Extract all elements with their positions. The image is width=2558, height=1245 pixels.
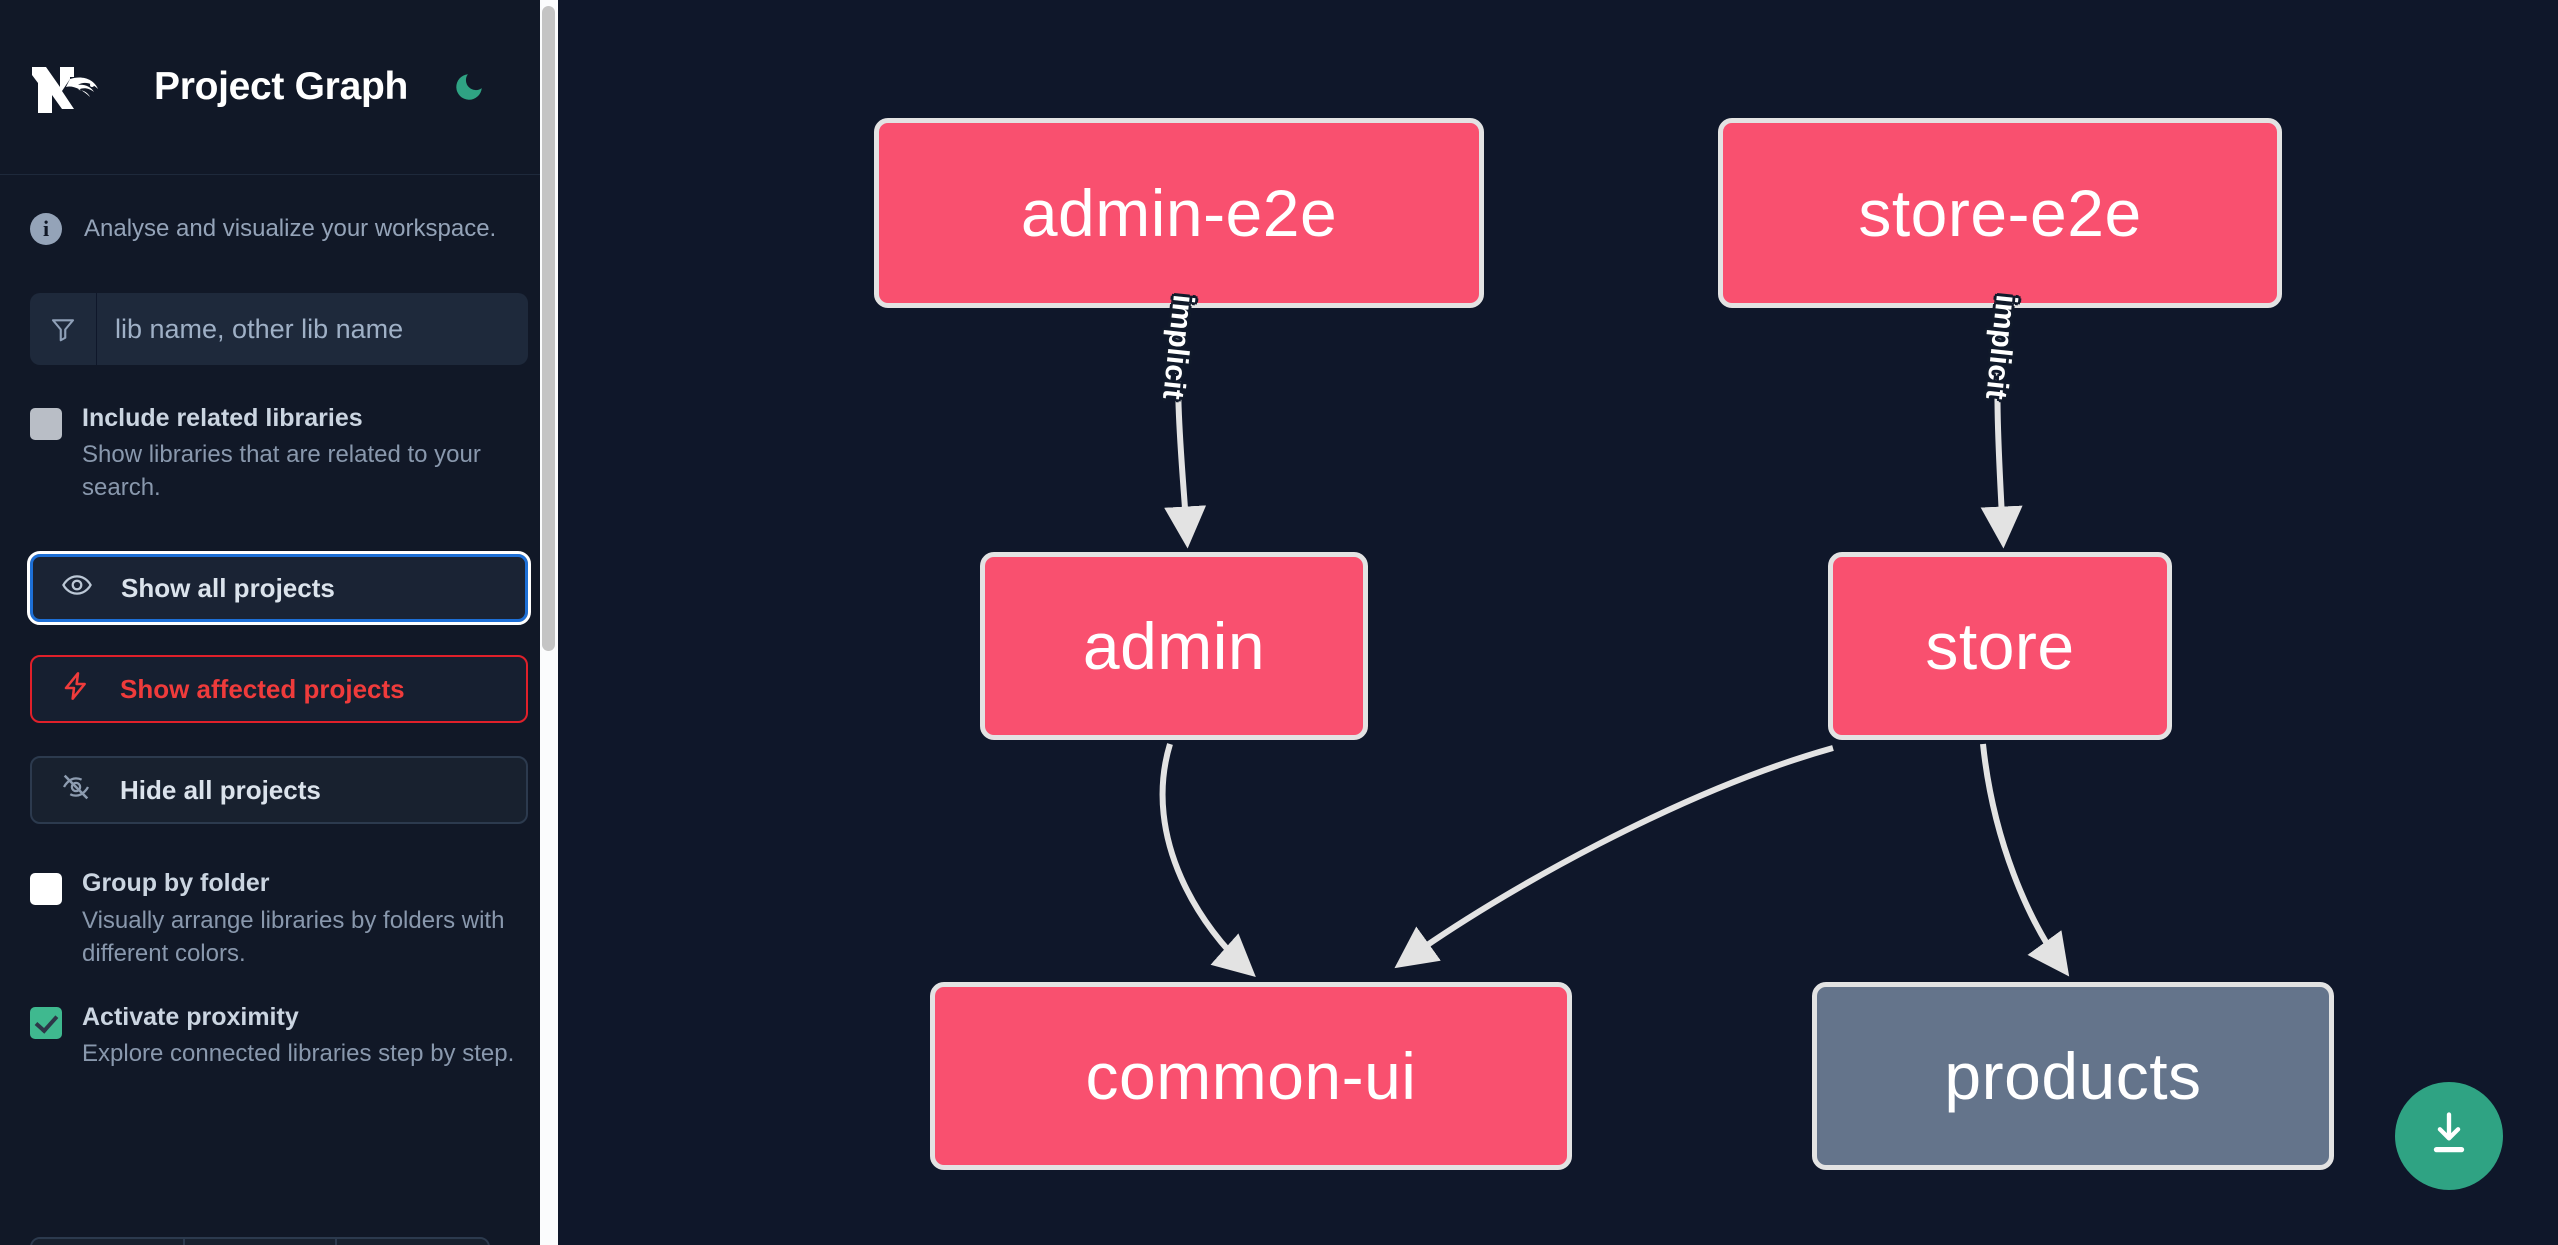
project-visibility-buttons: Show all projects Show affected projects… (27, 551, 531, 825)
graph-node-label: products (1944, 1039, 2202, 1113)
graph-node-label: store (1925, 609, 2075, 683)
checkbox-description: Show libraries that are related to your … (82, 441, 481, 502)
eye-off-icon (60, 771, 92, 810)
proximity-stepper-group[interactable] (30, 1237, 490, 1245)
filter-icon (30, 293, 97, 365)
hide-all-projects-button[interactable]: Hide all projects (30, 756, 528, 825)
checkbox-label: Include related libraries (82, 404, 363, 432)
graph-node-label: store-e2e (1858, 176, 2142, 250)
checkbox-label: Group by folder (82, 869, 270, 898)
graph-edges (1159, 311, 2070, 977)
checkbox-label: Activate proximity (82, 1002, 299, 1031)
edge-store-to-common-ui (1394, 745, 1834, 969)
checkbox-description: Visually arrange libraries by folders wi… (82, 906, 505, 967)
show-all-projects-button[interactable]: Show all projects (27, 551, 531, 626)
sidebar-scrollbar-thumb[interactable] (542, 6, 555, 651)
proximity-increase-button[interactable] (337, 1239, 488, 1245)
download-image-button[interactable] (2395, 1082, 2503, 1190)
sidebar: Project Graph i Analyse and visualize yo… (0, 0, 558, 1245)
tagline-text: Analyse and visualize your workspace. (84, 215, 497, 242)
graph-node-label: admin-e2e (1020, 176, 1338, 250)
checkbox-row-group-by-folder[interactable]: Group by folder Visually arrange librari… (0, 824, 558, 969)
graph-node-label: admin (1082, 609, 1266, 683)
tagline-row: i Analyse and visualize your workspace. (0, 175, 558, 245)
sidebar-divider (558, 0, 563, 1245)
sidebar-header: Project Graph (0, 0, 558, 175)
graph-node-label: common-ui (1085, 1039, 1417, 1113)
download-icon (2423, 1108, 2475, 1165)
checkbox-include-related-libraries[interactable] (30, 408, 62, 440)
show-all-projects-label: Show all projects (121, 572, 335, 603)
eye-icon (61, 569, 93, 608)
graph-node-store-e2e[interactable]: store-e2e (1718, 118, 2282, 308)
sidebar-scrollbar-track[interactable] (540, 0, 558, 1245)
graph-node-common-ui[interactable]: common-ui (930, 982, 1572, 1170)
edge-admin-e2e-to-admin (1164, 311, 1207, 549)
checkbox-activate-proximity[interactable] (30, 1006, 62, 1039)
show-affected-projects-button[interactable]: Show affected projects (30, 655, 528, 724)
edge-store-to-products (1980, 743, 2070, 977)
lightning-icon (60, 670, 92, 709)
checkbox-row-include-related-libraries[interactable]: Include related libraries Show libraries… (0, 365, 558, 504)
edge-admin-to-common-ui (1159, 743, 1256, 977)
graph-node-products[interactable]: products (1812, 982, 2334, 1170)
info-icon: i (30, 213, 62, 245)
checkbox-row-activate-proximity[interactable]: Activate proximity Explore connected lib… (0, 970, 558, 1070)
graph-node-store[interactable]: store (1828, 552, 2172, 740)
checkbox-description: Explore connected libraries step by step… (82, 1040, 515, 1068)
page-title: Project Graph (154, 65, 408, 108)
show-affected-projects-label: Show affected projects (120, 673, 405, 704)
graph-node-admin[interactable]: admin (980, 552, 1368, 740)
moon-icon[interactable] (448, 66, 490, 108)
checkbox-group-by-folder[interactable] (30, 873, 62, 906)
hide-all-projects-label: Hide all projects (120, 774, 321, 805)
project-graph-canvas[interactable]: admin-e2e store-e2e admin store common-u… (563, 0, 2558, 1245)
proximity-decrease-button[interactable] (32, 1239, 185, 1245)
search-box[interactable] (30, 293, 528, 365)
proximity-value[interactable] (184, 1239, 338, 1245)
nx-logo (30, 61, 108, 113)
graph-node-admin-e2e[interactable]: admin-e2e (874, 118, 1484, 308)
search-input[interactable] (97, 293, 528, 365)
edge-store-e2e-to-store (1980, 311, 2023, 549)
